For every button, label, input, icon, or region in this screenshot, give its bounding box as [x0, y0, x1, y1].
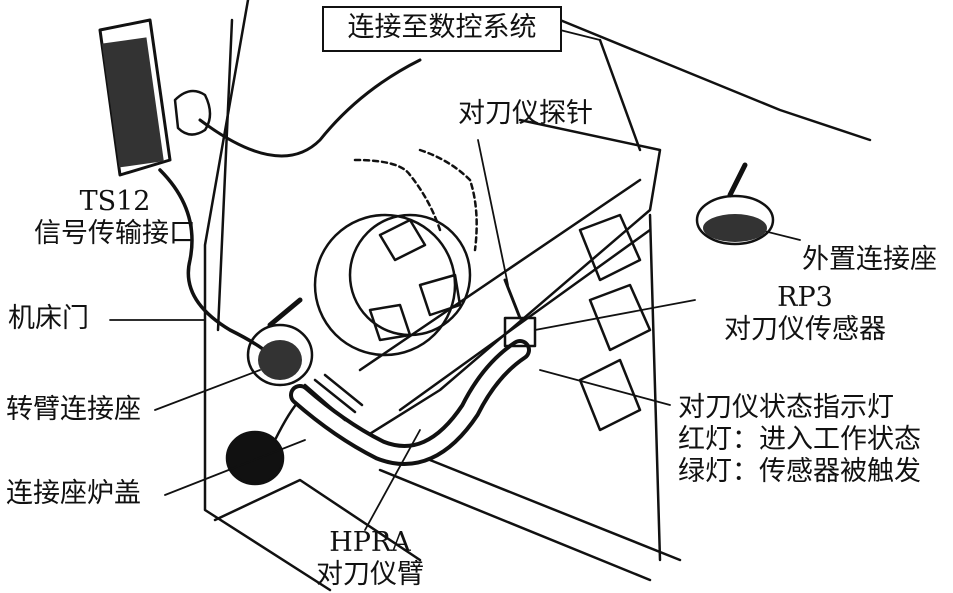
title-box: 连接至数控系统 [322, 6, 562, 52]
arm-socket-knob [267, 297, 303, 328]
arm-bellows [303, 373, 364, 422]
housing-inner [598, 38, 642, 152]
label-sensor: RP3 对刀仪传感器 [700, 282, 910, 346]
tool-arm-inner [293, 343, 527, 462]
external-socket-shading [703, 214, 767, 242]
probe-stylus [503, 278, 522, 320]
label-probe: 对刀仪探针 [458, 98, 593, 129]
label-indicator-title: 对刀仪状态指示灯 [678, 392, 894, 423]
chuck-jaw-2 [418, 273, 462, 317]
leader-probe [477, 139, 509, 286]
housing-right [648, 213, 662, 562]
label-sensor-code: RP3 [777, 282, 833, 313]
label-arm: HPRA 对刀仪臂 [300, 527, 440, 591]
label-sensor-name: 对刀仪传感器 [724, 314, 886, 345]
leader-arm [364, 429, 421, 531]
chuck-jaw-1 [378, 218, 427, 262]
door-frame-left [203, 0, 332, 592]
arm-socket-shading [258, 340, 302, 380]
label-external-socket: 外置连接座 [802, 244, 937, 275]
label-arm-socket: 转臂连接座 [6, 394, 141, 425]
upper-cable [198, 58, 422, 158]
door-bottom-edge [213, 478, 422, 562]
leader-sensor [534, 299, 696, 331]
external-socket-body [695, 194, 775, 246]
socket-cover-body [225, 430, 285, 486]
label-socket-cover: 连接座炉盖 [6, 478, 141, 509]
label-indicator-red: 红灯：进入工作状态 [678, 424, 921, 455]
door-frame-right [216, 18, 234, 332]
label-interface-code: TS12 [79, 186, 151, 217]
interface-box-shading [101, 37, 164, 168]
chuck-chain [353, 158, 442, 232]
interface-box-outline [98, 18, 172, 177]
floor-line-2 [428, 458, 682, 562]
housing-diagonal [358, 118, 662, 442]
label-interface-name: 信号传输接口 [34, 218, 196, 249]
chain-link [418, 148, 478, 252]
leader-external-socket [759, 229, 801, 241]
leader-title [559, 29, 601, 41]
turret-teeth [578, 213, 652, 432]
label-arm-name: 对刀仪臂 [316, 559, 424, 590]
label-interface: TS12 信号传输接口 [20, 186, 210, 250]
leader-indicator [539, 369, 671, 406]
interface-plug [173, 89, 212, 136]
label-indicator-green: 绿灯：传感器被触发 [678, 456, 921, 487]
housing-rail-1 [398, 228, 652, 412]
floor-line-1 [378, 468, 652, 582]
label-arm-code: HPRA [329, 527, 411, 558]
housing-rail-2 [358, 178, 642, 372]
arm-socket-body [246, 323, 314, 387]
label-machine-door: 机床门 [8, 303, 89, 334]
leader-socket-cover [164, 439, 306, 496]
leader-arm-socket [154, 369, 261, 411]
label-indicator: 对刀仪状态指示灯 红灯：进入工作状态 绿灯：传感器被触发 [678, 392, 921, 488]
housing-top [558, 18, 872, 142]
chuck-body [313, 213, 457, 357]
chuck-jaw-3 [368, 303, 412, 342]
external-socket-knob [727, 162, 748, 198]
